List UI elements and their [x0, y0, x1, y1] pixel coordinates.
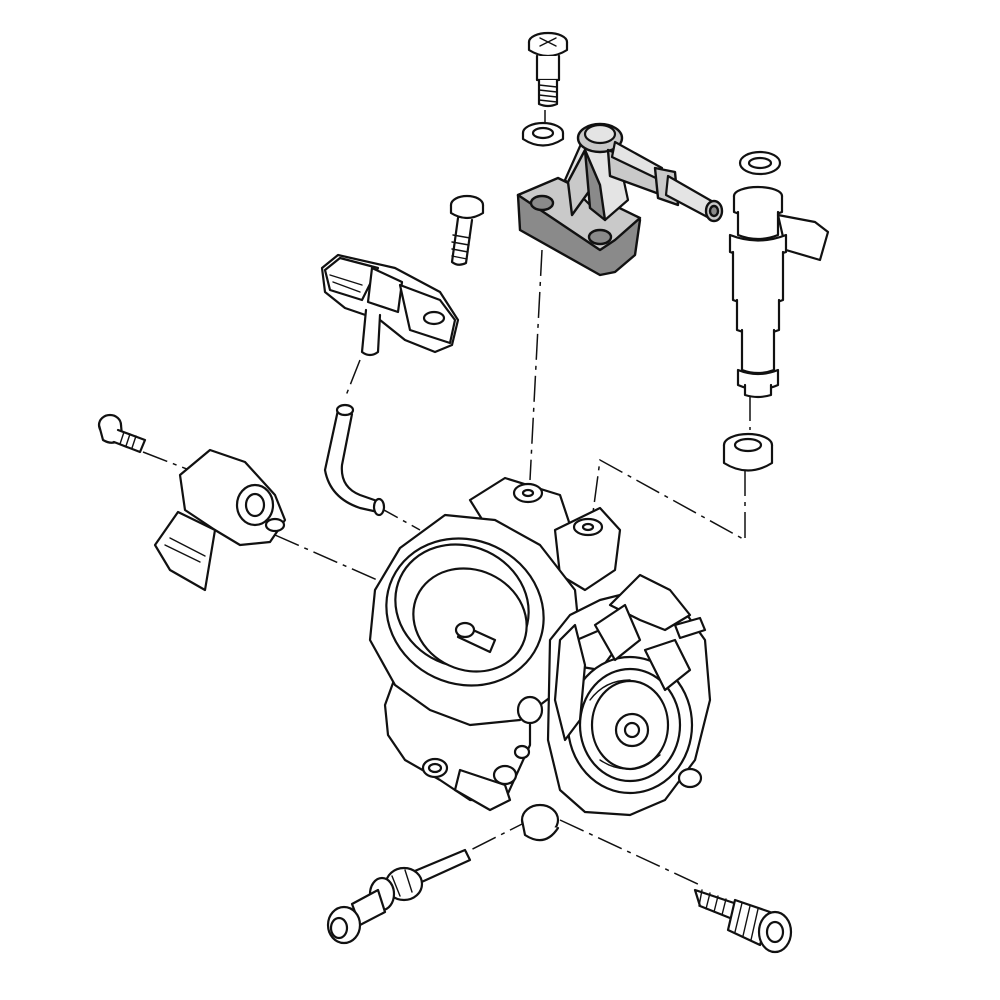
- idle-speed-screw: [326, 848, 472, 945]
- map-sensor: [320, 253, 460, 357]
- injector-o-ring: [738, 150, 782, 176]
- injector-seal: [722, 432, 774, 472]
- tp-sensor-screw: [97, 413, 147, 454]
- vacuum-hose: [323, 403, 386, 517]
- sealing-washer: [521, 121, 565, 147]
- fuel-feed-pipe-bracket: [516, 122, 724, 277]
- fuel-pipe-mounting-bolt: [527, 31, 569, 108]
- adjusting-screw: [693, 888, 793, 954]
- map-sensor-bolt: [449, 194, 485, 266]
- fuel-injector: [728, 185, 830, 399]
- throttle-body: [368, 476, 712, 842]
- throttle-position-sensor: [153, 448, 287, 592]
